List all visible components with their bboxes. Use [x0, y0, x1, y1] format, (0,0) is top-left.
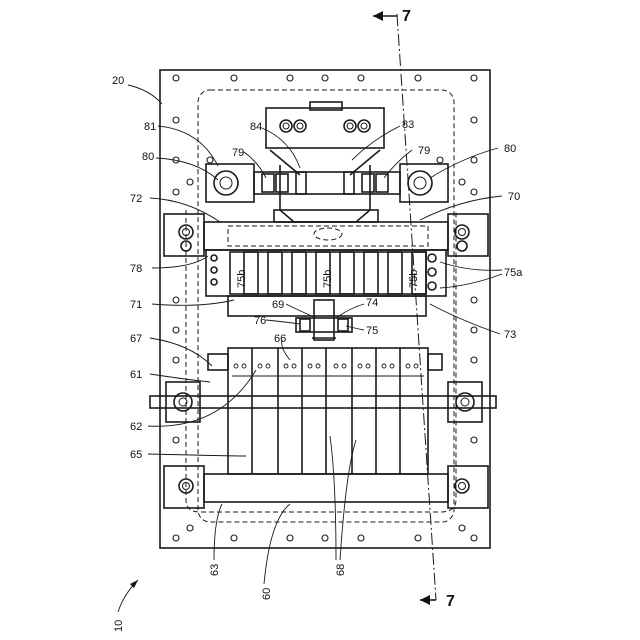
label-66: 66 — [274, 333, 286, 345]
label-63: 63 — [209, 564, 221, 576]
label-72: 72 — [130, 193, 142, 205]
pivot-assembly — [206, 164, 448, 222]
label-79-right: 79 — [418, 145, 430, 157]
label-83: 83 — [402, 119, 414, 131]
label-76: 76 — [254, 315, 266, 327]
perimeter-holes — [173, 75, 477, 541]
label-71: 71 — [130, 299, 142, 311]
label-65: 65 — [130, 449, 142, 461]
label-80-left: 80 — [142, 151, 154, 163]
label-81: 81 — [144, 121, 156, 133]
label-75: 75 — [366, 325, 378, 337]
label-67: 67 — [130, 333, 142, 345]
label-68: 68 — [335, 564, 347, 576]
label-60: 60 — [261, 588, 273, 600]
label-75b-2: 75b — [322, 270, 334, 288]
label-10: 10 — [113, 620, 125, 632]
section-marker-bottom: 7 — [446, 593, 455, 610]
label-75a: 75a — [504, 267, 523, 279]
label-74: 74 — [366, 297, 378, 309]
label-84: 84 — [250, 121, 262, 133]
label-73: 73 — [504, 329, 516, 341]
label-62: 62 — [130, 421, 142, 433]
label-80-right: 80 — [504, 143, 516, 155]
connector — [296, 300, 352, 340]
section-marker-top: 7 — [402, 8, 411, 25]
label-20: 20 — [112, 75, 124, 87]
label-75b-1: 75b — [236, 270, 248, 288]
upper-bracket — [266, 102, 384, 175]
label-69: 69 — [272, 299, 284, 311]
label-70: 70 — [508, 191, 520, 203]
label-79-left: 79 — [232, 147, 244, 159]
label-75b-3: 75b — [408, 270, 420, 288]
label-61: 61 — [130, 369, 142, 381]
label-78: 78 — [130, 263, 142, 275]
